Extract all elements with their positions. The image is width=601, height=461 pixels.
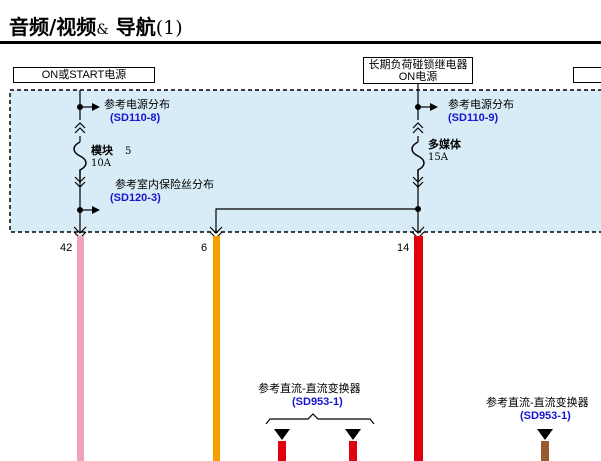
title-bar: 音频/视频& 导航(1) [0,0,601,44]
lower-ref-triangle-3-icon [537,429,553,440]
pin-42: 42 [60,242,72,254]
wire-pink [77,236,84,461]
fuse-box [9,89,601,233]
left-fuse-chevron-down-icon [74,176,86,183]
power-source-right-partial [573,67,601,83]
right-fuse-chevron-up-2-icon [412,127,424,134]
left-fuse-rating: 10A [91,158,112,169]
left-ref1-label: 参考电源分布 [104,97,170,111]
power-source-middle-line2: ON电源 [398,71,438,83]
lower-ref1-code: (SD953-1) [292,396,343,408]
wire-red [414,236,423,461]
left-fuse-chevron-up-icon [74,122,86,129]
pin6-connector-icon [209,226,223,234]
left-ref2-code: (SD120-3) [110,192,161,204]
right-fuse-chevron-up-icon [412,122,424,129]
left-fuse-icon [73,141,87,180]
pin-14: 14 [397,242,409,254]
title-amp: & [96,22,109,38]
title-nav: 导航 [108,15,156,39]
lower-ref-triangle-1-icon [274,429,290,440]
lower-ref-triangle-2-icon [345,429,361,440]
title-main: 音频/视频 [9,15,97,39]
lower-ref-bracket [265,413,375,425]
right-fuse-chevron-down-2-icon [412,181,424,188]
right-fuse-icon [411,141,425,180]
left-fuse-chevron-up-2-icon [74,127,86,134]
left-fuse-name: 模块 [91,143,114,157]
pin42-connector-icon [73,226,87,234]
pin14-connector-icon [411,226,425,234]
page-title: 音频/视频& 导航(1) [9,11,183,40]
lower-ref2-label: 参考直流-直流变换器 [486,395,589,409]
power-source-middle: 长期负荷碰锁继电器 ON电源 [363,57,473,84]
power-source-left: ON或START电源 [13,67,155,83]
pin6-link-wire [215,208,418,232]
power-source-middle-line1: 长期负荷碰锁继电器 [368,59,468,71]
wire-orange [213,236,220,461]
right-fuse-chevron-down-icon [412,176,424,183]
title-page-number: (1) [155,17,183,39]
right-ref1-label: 参考电源分布 [448,97,514,111]
right-fuse-rating: 15A [428,152,449,163]
wire-brown-lower [541,441,549,461]
pin-6: 6 [201,242,207,254]
wire-red-lower-1 [278,441,286,461]
left-ref2-arrow-icon [92,206,100,214]
left-ref2-label: 参考室内保险丝分布 [115,177,214,191]
right-ref1-code: (SD110-9) [448,112,498,124]
right-fuse-name: 多媒体 [428,137,462,151]
left-ref1-arrow-icon [92,103,100,111]
left-fuse-number: 5 [125,146,131,157]
right-ref1-arrow-icon [430,103,438,111]
lower-ref1-label: 参考直流-直流变换器 [258,381,361,395]
left-fuse-chevron-down-2-icon [74,181,86,188]
wire-red-lower-2 [349,441,357,461]
lower-ref2-code: (SD953-1) [520,410,571,422]
left-ref1-code: (SD110-8) [110,112,160,124]
